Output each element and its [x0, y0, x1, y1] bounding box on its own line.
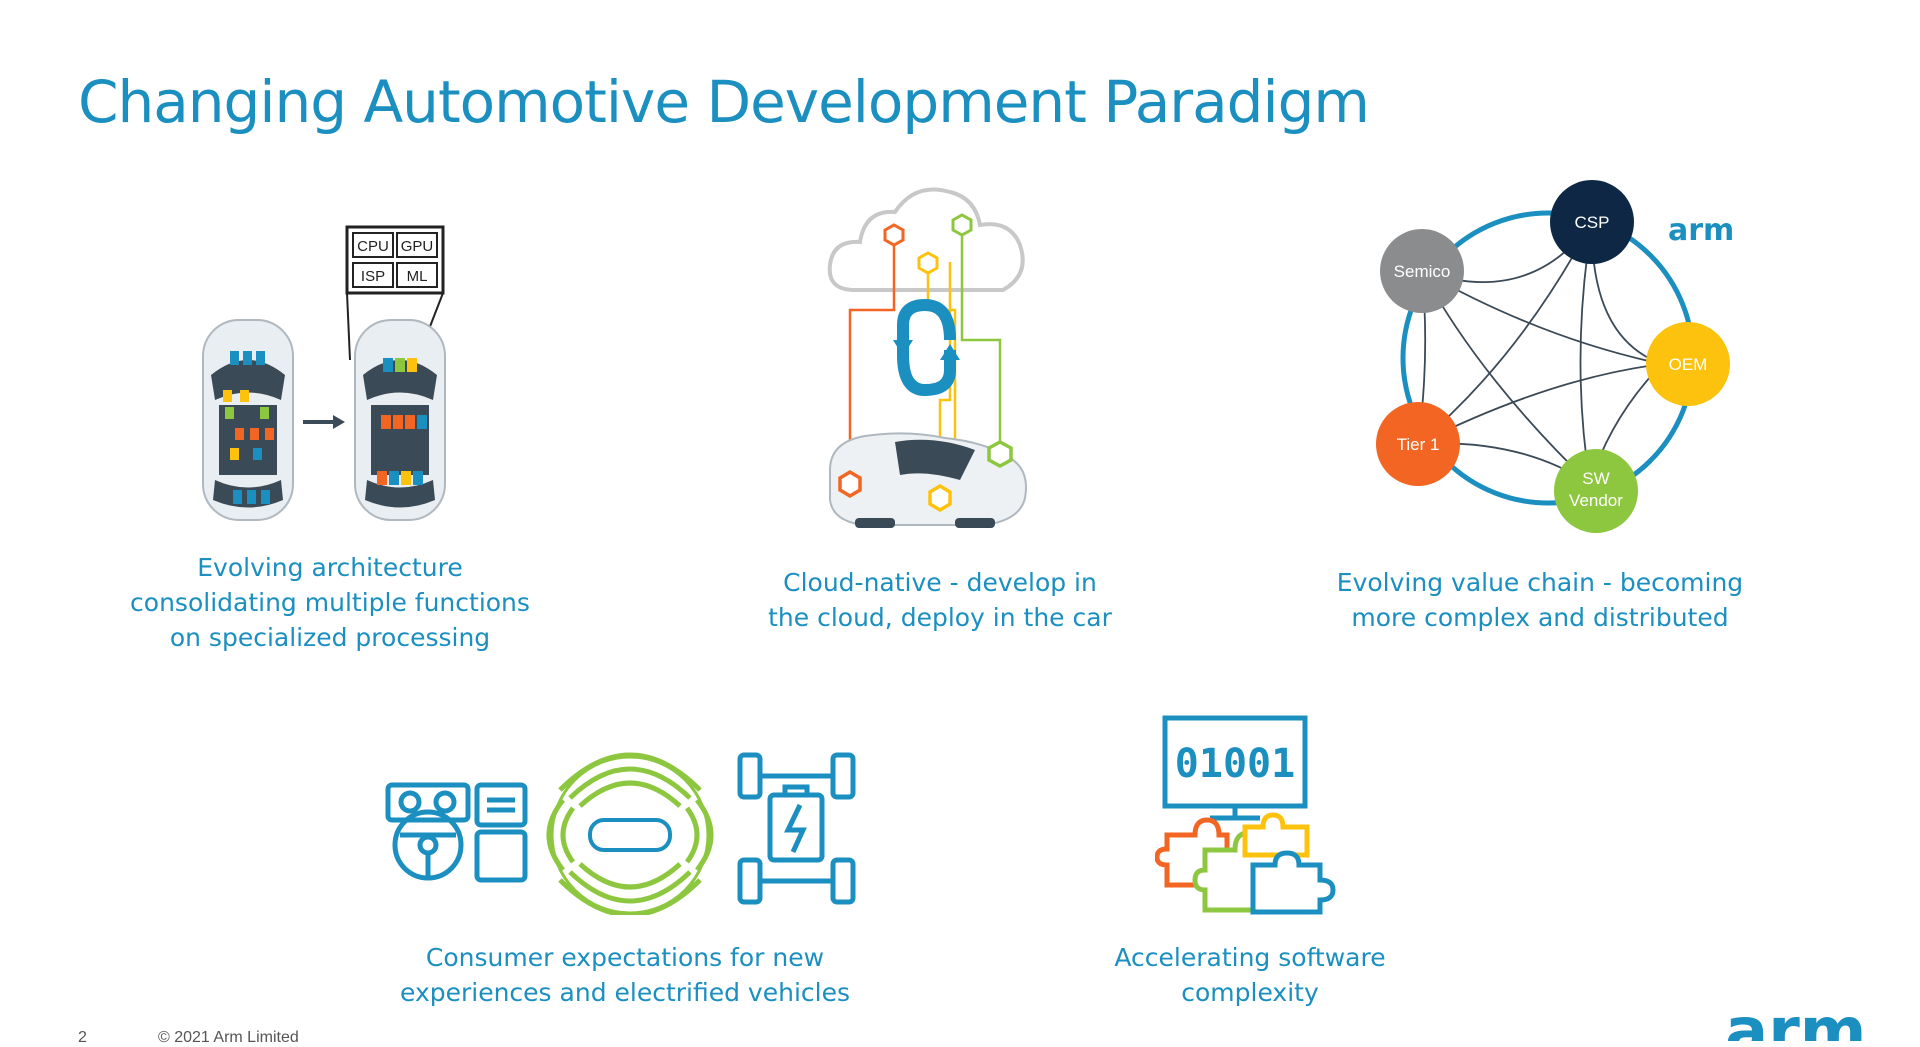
- dashboard-icon: [385, 782, 528, 883]
- svg-text:Semico: Semico: [1394, 262, 1451, 281]
- puzzle-icon: [1155, 812, 1336, 915]
- svg-text:CSP: CSP: [1575, 213, 1610, 232]
- consumer-caption: Consumer expectations for new experience…: [400, 943, 850, 1007]
- chip-grid: CPU GPU ISP ML: [345, 225, 445, 361]
- slide-title: Changing Automotive Development Paradigm: [78, 68, 1370, 136]
- cloud-icon: [827, 187, 1025, 292]
- copyright-text: © 2021 Arm Limited: [158, 1029, 299, 1046]
- node-oem: OEM: [1646, 322, 1730, 406]
- node-tier1: Tier 1: [1376, 402, 1460, 486]
- consumer-icons: [385, 752, 856, 915]
- node-csp: CSP: [1550, 180, 1634, 264]
- value-chain-diagram: CSP Semico OEM Tier 1 SW Vendor arm: [1376, 180, 1734, 533]
- node-semico: Semico: [1380, 229, 1464, 313]
- software-caption: Accelerating software complexity: [1114, 943, 1386, 1007]
- hex-yellow-icon: [917, 251, 939, 275]
- monitor-icon: 01001: [1162, 715, 1308, 821]
- arm-logo: arm: [1725, 1000, 1867, 1041]
- value-chain-arm-logo: arm: [1668, 213, 1734, 248]
- hex-green-car-icon: [987, 440, 1013, 468]
- hex-orange-icon: [883, 223, 905, 247]
- chip-gpu: GPU: [401, 238, 434, 255]
- chip-ml: ML: [407, 268, 428, 285]
- hex-orange-car-icon: [838, 469, 862, 499]
- svg-text:OEM: OEM: [1669, 355, 1708, 374]
- chip-cpu: CPU: [357, 238, 389, 255]
- node-sw-vendor: SW Vendor: [1554, 449, 1638, 533]
- value-chain-caption: Evolving value chain - becoming more com…: [1336, 568, 1744, 632]
- software-complexity-illustration: 01001: [1155, 715, 1336, 915]
- architecture-caption: Evolving architecture consolidating mult…: [130, 553, 530, 652]
- car-before-icon: [202, 319, 294, 521]
- chip-isp: ISP: [361, 268, 385, 285]
- sync-icon: [893, 298, 960, 397]
- arrow-right-icon: [303, 415, 345, 429]
- svg-text:Vendor: Vendor: [1569, 491, 1623, 510]
- hex-yellow-car-icon: [928, 483, 952, 513]
- cloud-native-illustration: [827, 187, 1027, 528]
- binary-text: 01001: [1175, 741, 1295, 787]
- cloud-caption: Cloud-native - develop in the cloud, dep…: [768, 568, 1112, 632]
- sensing-car-icon: [546, 752, 714, 915]
- ev-chassis-icon: [737, 752, 856, 905]
- page-number: 2: [78, 1029, 87, 1046]
- architecture-illustration: CPU GPU ISP ML: [202, 225, 446, 521]
- car-side-icon: [829, 432, 1027, 528]
- hex-green-icon: [951, 213, 973, 237]
- svg-text:SW: SW: [1582, 469, 1609, 488]
- svg-text:Tier 1: Tier 1: [1397, 435, 1440, 454]
- car-after-icon: [354, 319, 446, 521]
